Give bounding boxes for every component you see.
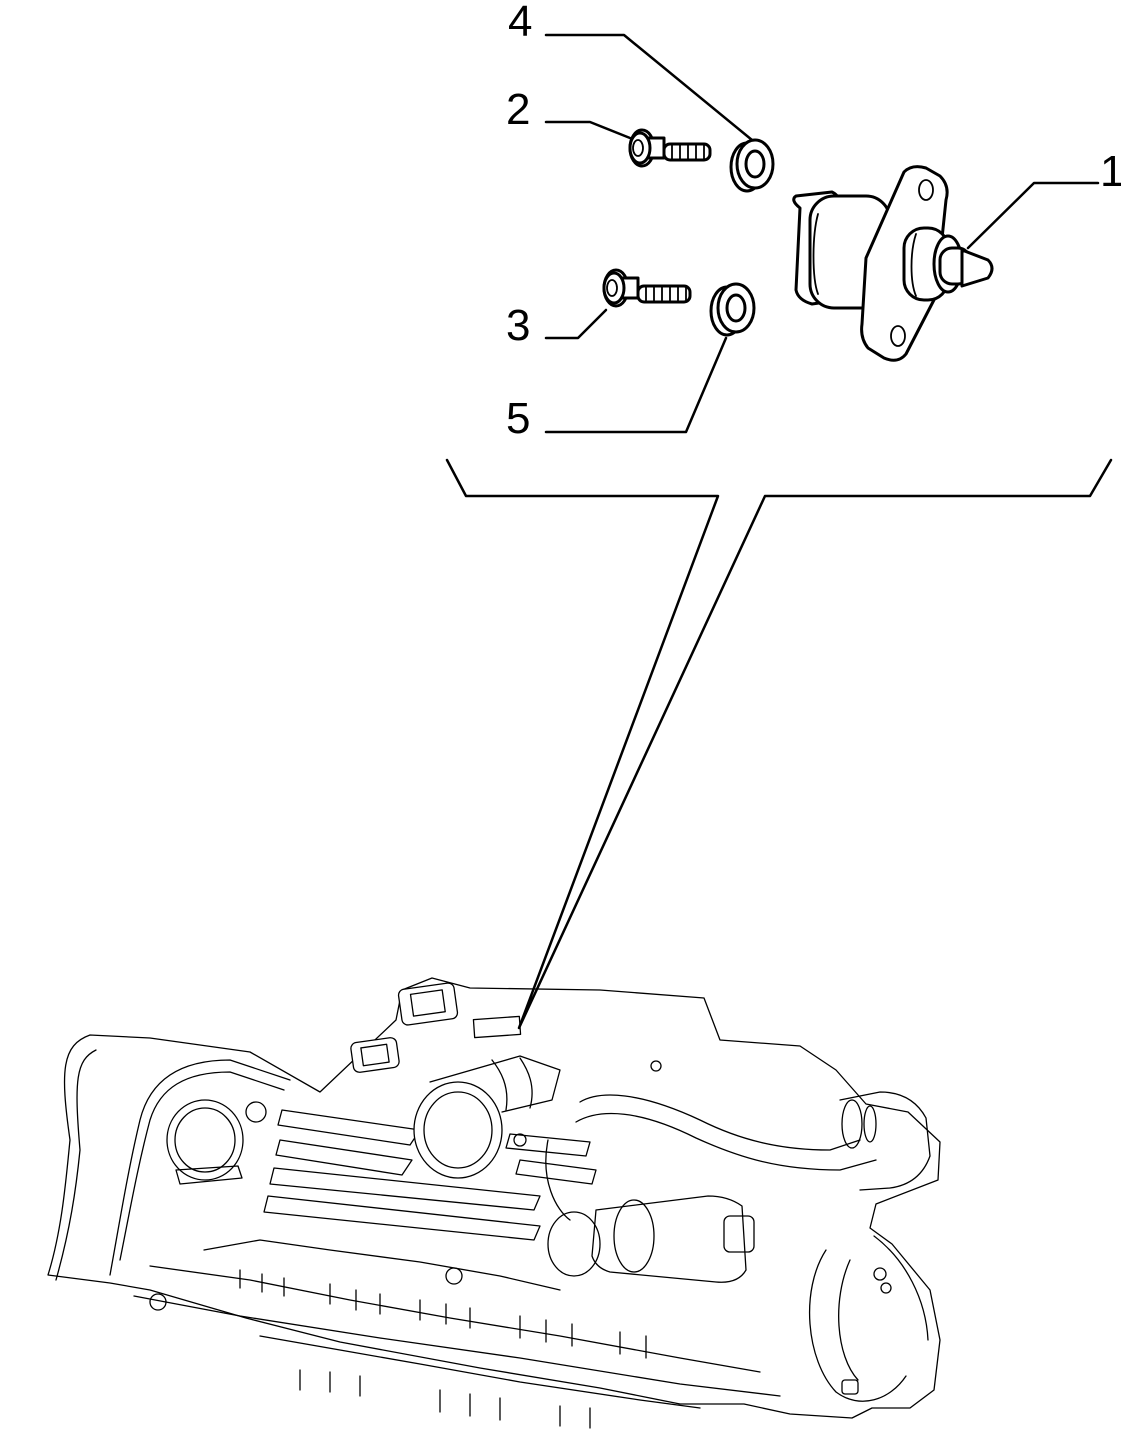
bracket-line <box>445 458 1113 1030</box>
assembly-bracket <box>445 458 1113 1030</box>
engine-outline <box>47 977 941 1419</box>
part-4-washer <box>729 138 775 193</box>
engine-assembly <box>47 977 941 1429</box>
part-3-screw <box>602 268 692 308</box>
leader-2 <box>544 120 632 140</box>
callout-1: 1 <box>1100 147 1121 196</box>
leader-lines <box>544 33 1100 434</box>
callout-2: 2 <box>506 85 530 134</box>
engine-throttle-ring <box>413 1081 503 1179</box>
engine-oil-cap <box>166 1099 244 1181</box>
leader-3 <box>544 308 608 340</box>
callout-3: 3 <box>506 301 530 350</box>
part-2-screw <box>628 128 712 168</box>
leader-5 <box>544 336 728 434</box>
engine-idle-actuator <box>591 1195 747 1283</box>
leader-4 <box>544 33 754 142</box>
callout-4: 4 <box>508 0 532 46</box>
part-5-washer <box>709 282 756 337</box>
part-1-actuator <box>792 165 994 362</box>
callout-5: 5 <box>506 394 530 443</box>
leader-1 <box>966 181 1100 250</box>
